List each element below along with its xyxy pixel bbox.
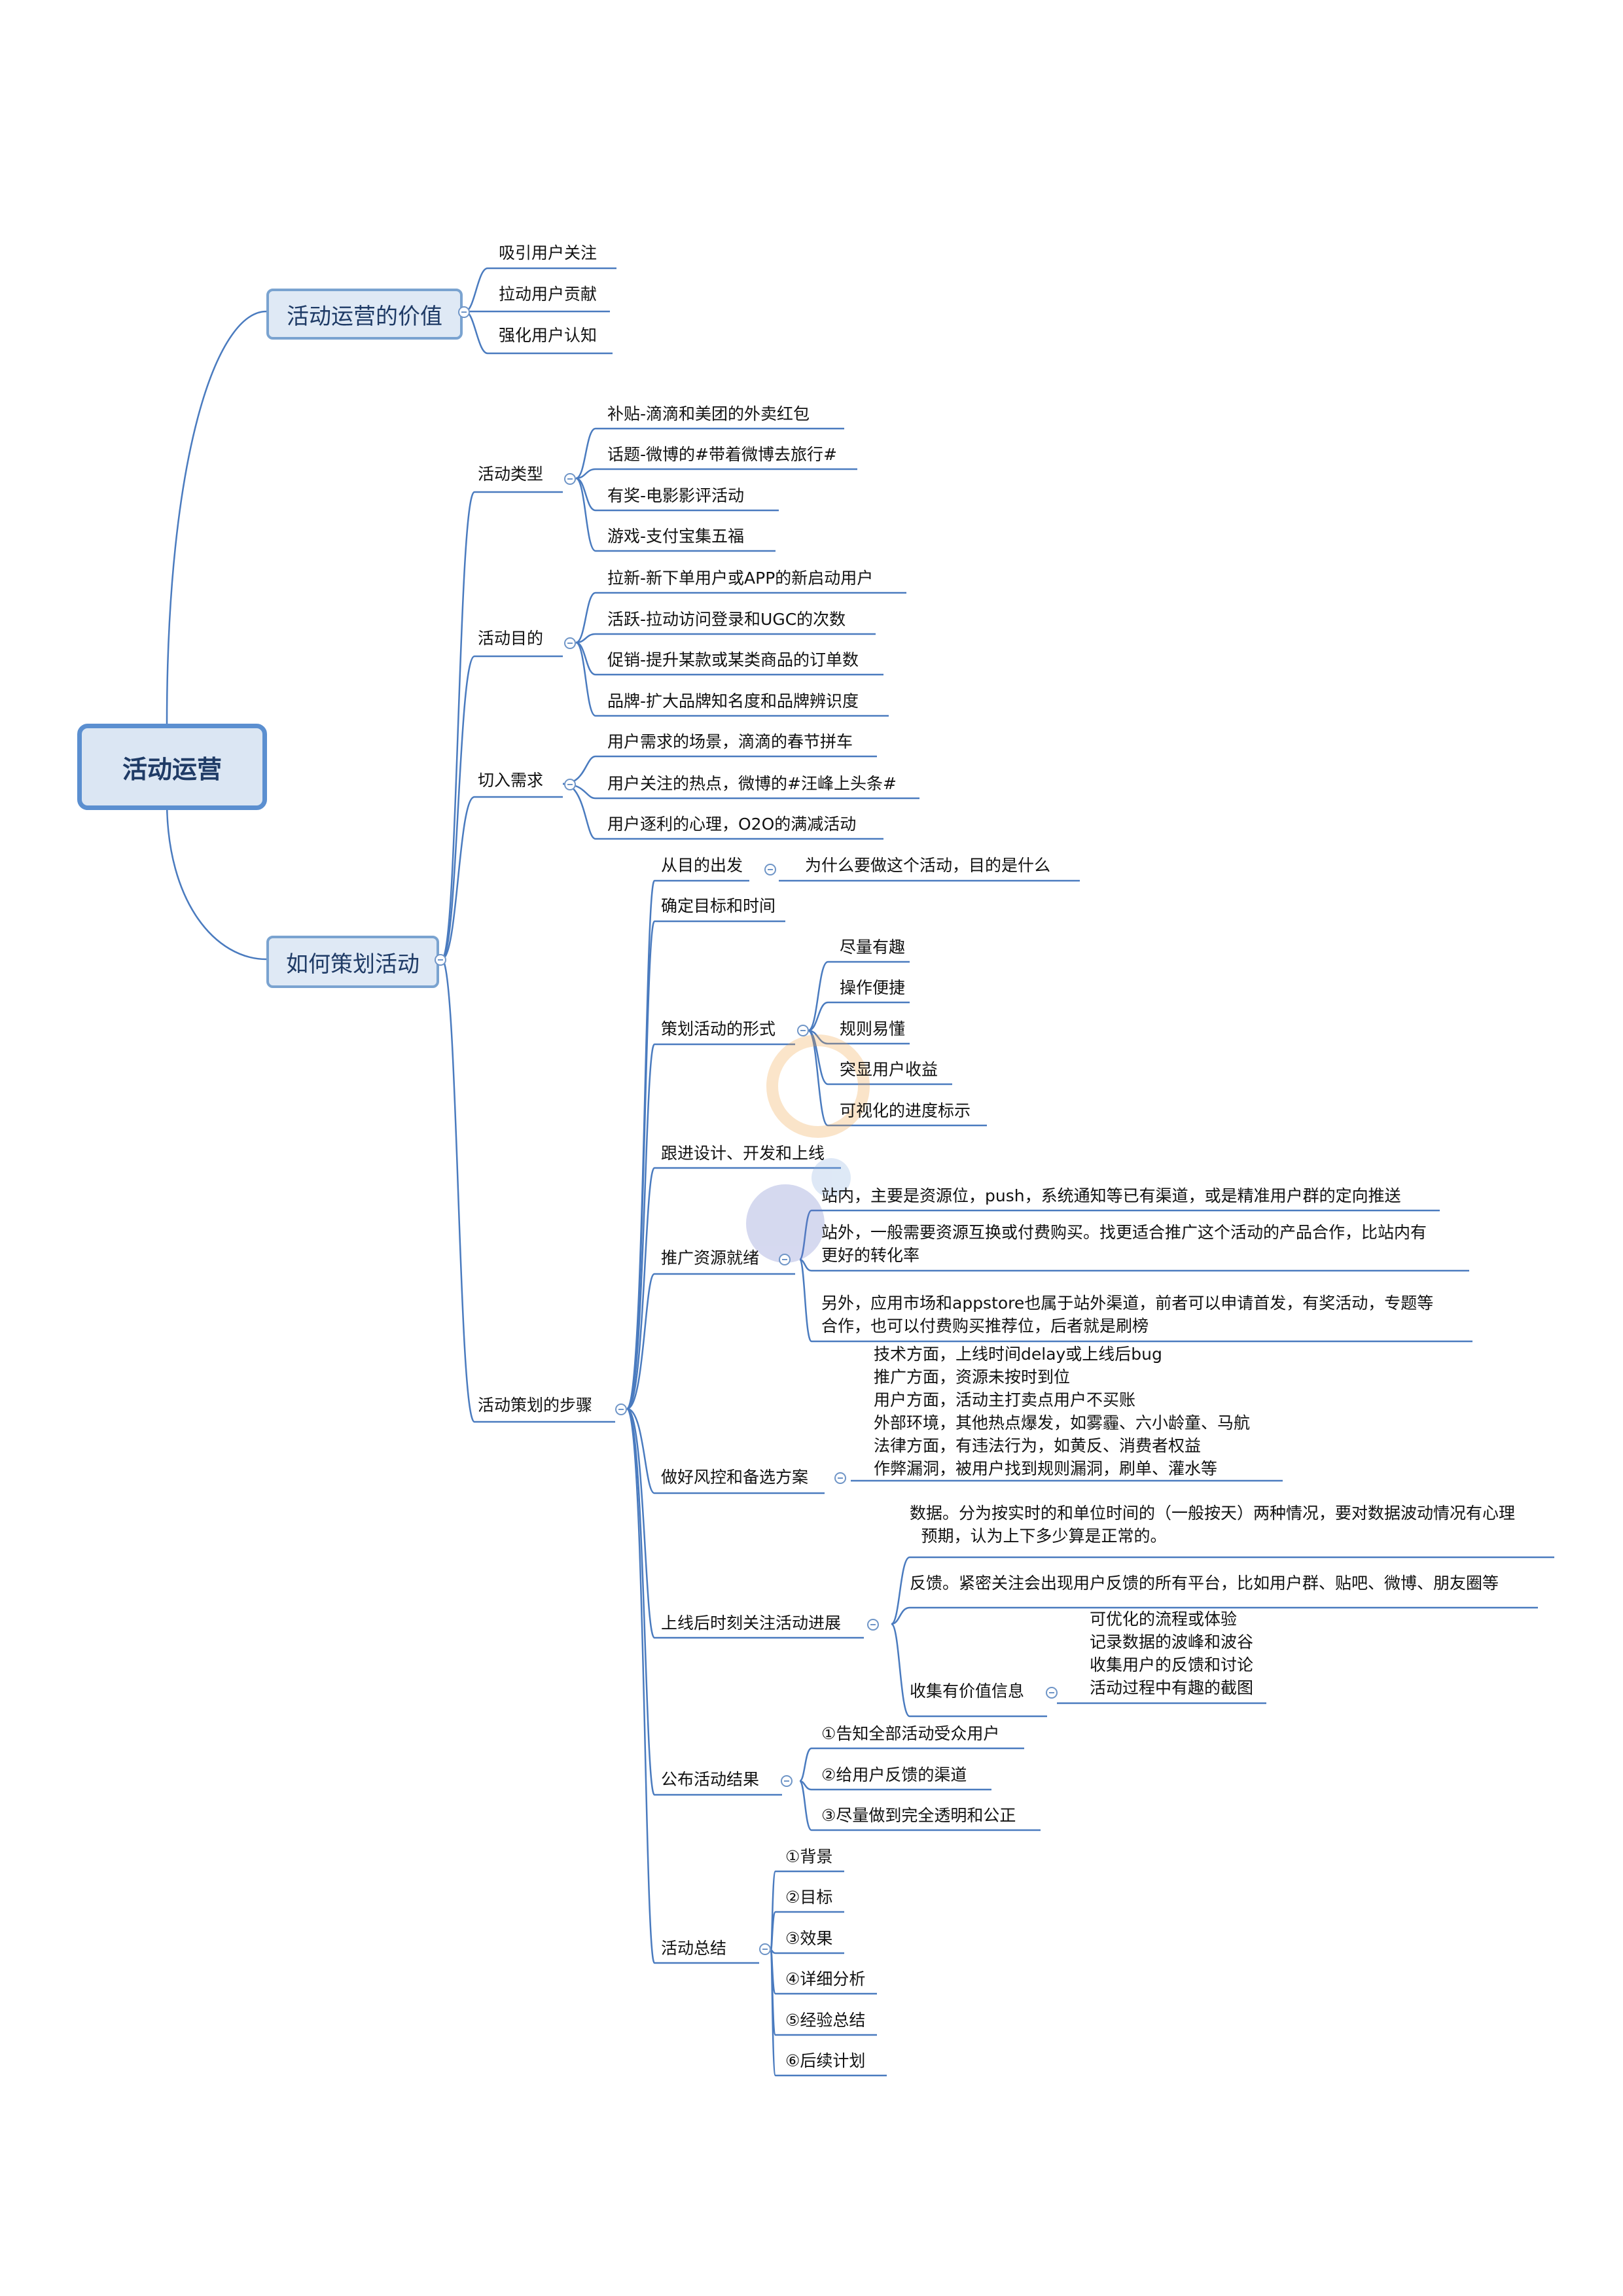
- needs-item[interactable]: 用户关注的热点，微博的#汪峰上头条#: [607, 774, 897, 793]
- types-item[interactable]: 有奖-电影影评活动: [607, 486, 745, 505]
- monitor-data[interactable]: 数据。分为按实时的和单位时间的（一般按天）两种情况，要对数据波动情况有心理 预期…: [910, 1502, 1515, 1547]
- goals-item[interactable]: 拉新-新下单用户或APP的新启动用户: [607, 569, 874, 588]
- monitor-node[interactable]: 上线后时刻关注活动进展: [661, 1614, 842, 1633]
- promo-item[interactable]: 站内，主要是资源位，push，系统通知等已有渠道，或是精准用户群的定向推送: [821, 1186, 1401, 1205]
- collect-line: 记录数据的波峰和波谷: [1090, 1633, 1254, 1651]
- summary-item[interactable]: ⑥后续计划: [785, 2051, 866, 2070]
- summary-item[interactable]: ①背景: [785, 1847, 833, 1866]
- types-node[interactable]: 活动类型: [478, 465, 544, 484]
- publish-item[interactable]: ③尽量做到完全透明和公正: [821, 1806, 1016, 1825]
- types-item[interactable]: 补贴-滴滴和美团的外卖红包: [607, 404, 810, 423]
- collect-line: 收集用户的反馈和讨论: [1090, 1655, 1254, 1674]
- summary-item[interactable]: ④详细分析: [785, 1969, 866, 1988]
- collapse-toggle-icon[interactable]: [615, 1404, 627, 1415]
- monitor-data-line: 预期，认为上下多少算是正常的。: [921, 1527, 1167, 1545]
- collapse-toggle-icon[interactable]: [435, 954, 446, 966]
- summary-item[interactable]: ③效果: [785, 1929, 833, 1948]
- promo-node[interactable]: 推广资源就绪: [661, 1248, 760, 1267]
- risk-line: 技术方面，上线时间delay或上线后bug: [874, 1345, 1162, 1364]
- risk-detail[interactable]: 技术方面，上线时间delay或上线后bug 推广方面，资源未按时到位 用户方面，…: [874, 1343, 1250, 1480]
- summary-item[interactable]: ⑤经验总结: [785, 2011, 866, 2030]
- collect-node[interactable]: 收集有价值信息: [910, 1682, 1025, 1701]
- value-item[interactable]: 拉动用户贡献: [499, 285, 597, 304]
- collect-line: 可优化的流程或体验: [1090, 1610, 1238, 1629]
- risk-line: 法律方面，有违法行为，如黄反、消费者权益: [874, 1436, 1202, 1455]
- promo-item-line: 站外，一般需要资源互换或付费购买。找更适合推广这个活动的产品合作，比站内有: [821, 1223, 1427, 1242]
- goals-node[interactable]: 活动目的: [478, 629, 544, 648]
- risk-line: 作弊漏洞，被用户找到规则漏洞，刷单、灌水等: [874, 1459, 1218, 1478]
- monitor-feedback[interactable]: 反馈。紧密关注会出现用户反馈的所有平台，比如用户群、贴吧、微博、朋友圈等: [910, 1574, 1499, 1593]
- steps-node[interactable]: 活动策划的步骤: [478, 1396, 593, 1415]
- collect-line: 活动过程中有趣的截图: [1090, 1678, 1254, 1697]
- types-item[interactable]: 游戏-支付宝集五福: [607, 527, 745, 546]
- promo-item[interactable]: 另外，应用市场和appstore也属于站外渠道，前者可以申请首发，有奖活动，专题…: [821, 1292, 1433, 1337]
- promo-item[interactable]: 站外，一般需要资源互换或付费购买。找更适合推广这个活动的产品合作，比站内有 更好…: [821, 1221, 1427, 1267]
- needs-item[interactable]: 用户逐利的心理，O2O的满减活动: [607, 815, 857, 834]
- collapse-toggle-icon[interactable]: [1046, 1687, 1058, 1699]
- goals-item[interactable]: 品牌-扩大品牌知名度和品牌辨识度: [607, 692, 859, 711]
- collapse-toggle-icon[interactable]: [797, 1025, 809, 1036]
- needs-item[interactable]: 用户需求的场景，滴滴的春节拼车: [607, 732, 853, 751]
- form-item[interactable]: 操作便捷: [840, 978, 906, 997]
- watermark-logo: [746, 1034, 870, 1263]
- form-item[interactable]: 可视化的进度标示: [840, 1101, 971, 1120]
- form-node[interactable]: 策划活动的形式: [661, 1019, 776, 1038]
- collapse-toggle-icon[interactable]: [458, 306, 470, 318]
- promo-item-line: 合作，也可以付费购买推荐位，后者就是刷榜: [821, 1316, 1149, 1335]
- needs-node[interactable]: 切入需求: [478, 771, 544, 790]
- collapse-toggle-icon[interactable]: [781, 1775, 793, 1787]
- monitor-data-line: 数据。分为按实时的和单位时间的（一般按天）两种情况，要对数据波动情况有心理: [910, 1504, 1516, 1523]
- collapse-toggle-icon[interactable]: [764, 864, 776, 875]
- types-item[interactable]: 话题-微博的#带着微博去旅行#: [607, 445, 837, 464]
- dev-node[interactable]: 跟进设计、开发和上线: [661, 1144, 825, 1163]
- purpose-node[interactable]: 从目的出发: [661, 856, 743, 875]
- publish-node[interactable]: 公布活动结果: [661, 1770, 760, 1789]
- purpose-item[interactable]: 为什么要做这个活动，目的是什么: [805, 856, 1051, 875]
- goals-item[interactable]: 活跃-拉动访问登录和UGC的次数: [607, 610, 846, 629]
- value-item[interactable]: 吸引用户关注: [499, 243, 597, 262]
- form-item[interactable]: 突显用户收益: [840, 1060, 938, 1079]
- value-branch-node[interactable]: 活动运营的价值: [266, 289, 463, 340]
- collapse-toggle-icon[interactable]: [867, 1619, 879, 1631]
- root-node[interactable]: 活动运营: [77, 724, 267, 810]
- collapse-toggle-icon[interactable]: [564, 473, 576, 485]
- collapse-toggle-icon[interactable]: [834, 1472, 846, 1484]
- risk-line: 用户方面，活动主打卖点用户不买账: [874, 1390, 1136, 1409]
- collapse-toggle-icon[interactable]: [564, 637, 576, 649]
- risk-line: 外部环境，其他热点爆发，如雾霾、六小龄童、马航: [874, 1413, 1251, 1432]
- form-item[interactable]: 规则易懂: [840, 1019, 906, 1038]
- collapse-toggle-icon[interactable]: [779, 1254, 791, 1265]
- collapse-toggle-icon[interactable]: [564, 779, 576, 790]
- publish-item[interactable]: ②给用户反馈的渠道: [821, 1765, 967, 1784]
- summary-node[interactable]: 活动总结: [661, 1939, 727, 1958]
- promo-item-line: 另外，应用市场和appstore也属于站外渠道，前者可以申请首发，有奖活动，专题…: [821, 1294, 1434, 1313]
- plan-branch-node[interactable]: 如何策划活动: [266, 936, 439, 988]
- promo-item-line: 更好的转化率: [821, 1246, 920, 1265]
- risk-line: 推广方面，资源未按时到位: [874, 1368, 1071, 1386]
- value-item[interactable]: 强化用户认知: [499, 326, 597, 345]
- summary-item[interactable]: ②目标: [785, 1888, 833, 1907]
- collect-detail[interactable]: 可优化的流程或体验 记录数据的波峰和波谷 收集用户的反馈和讨论 活动过程中有趣的…: [1090, 1608, 1253, 1699]
- goals-item[interactable]: 促销-提升某款或某类商品的订单数: [607, 650, 859, 669]
- publish-item[interactable]: ①告知全部活动受众用户: [821, 1724, 1000, 1743]
- risk-node[interactable]: 做好风控和备选方案: [661, 1468, 809, 1487]
- form-item[interactable]: 尽量有趣: [840, 938, 906, 957]
- target-node[interactable]: 确定目标和时间: [661, 896, 776, 915]
- collapse-toggle-icon[interactable]: [759, 1943, 771, 1955]
